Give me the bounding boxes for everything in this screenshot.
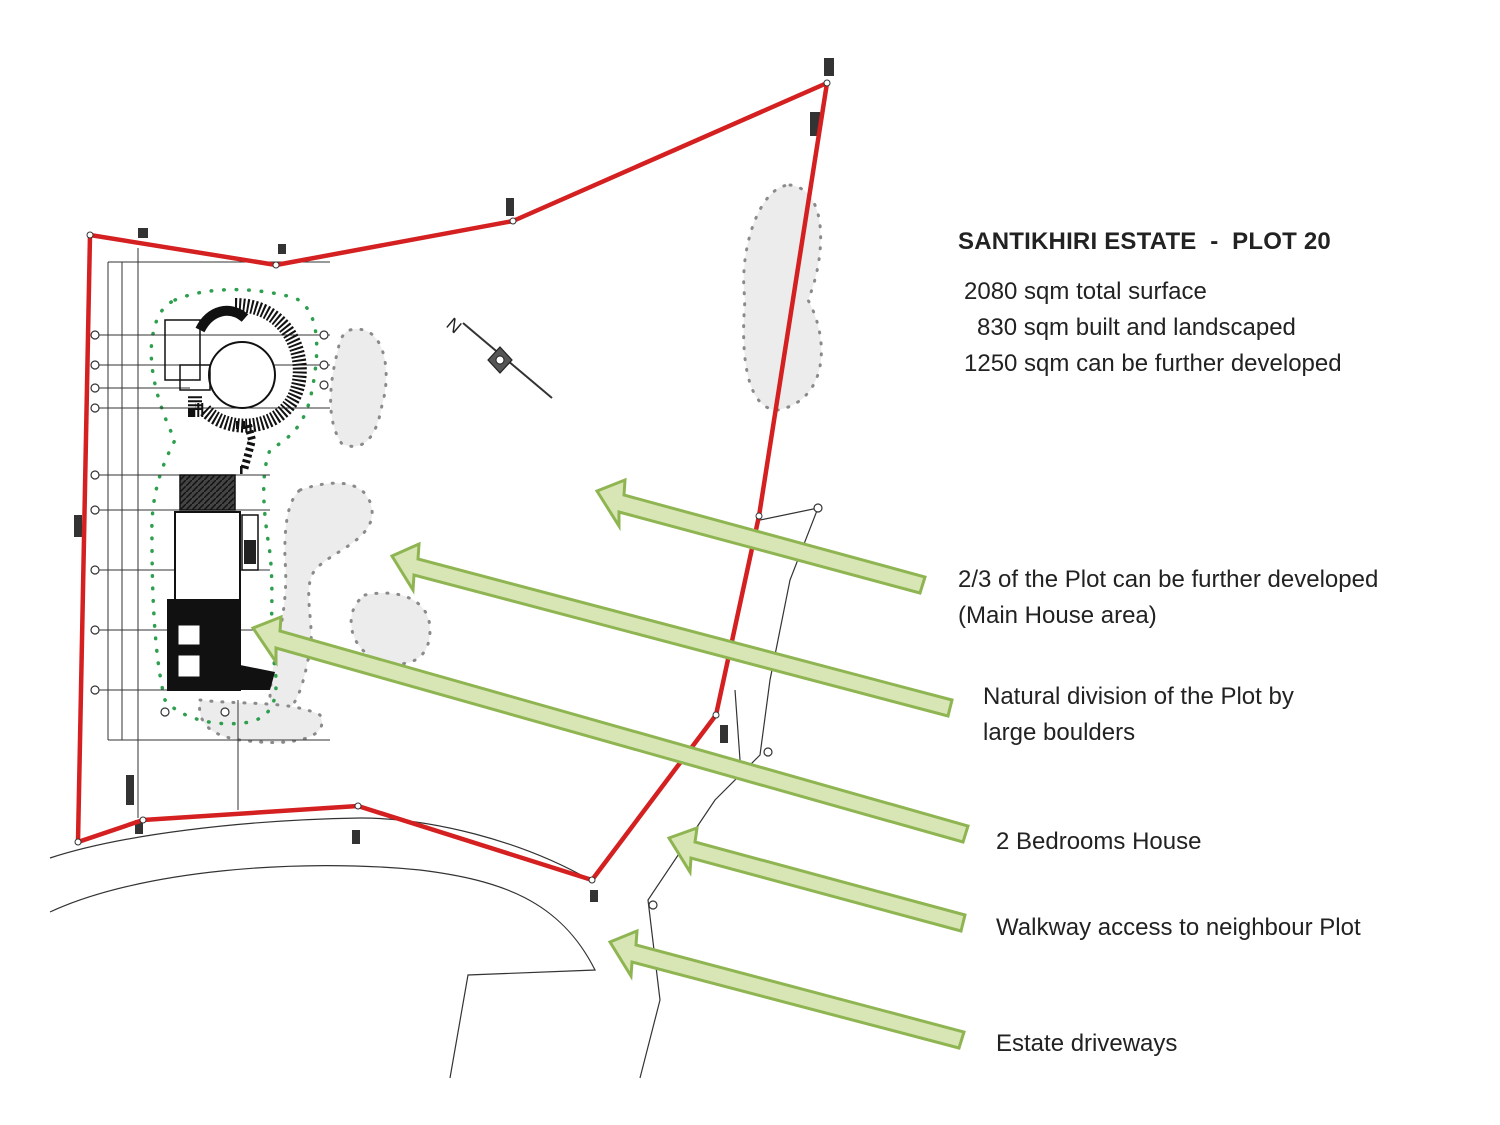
callout-text: Natural division of the Plot by bbox=[983, 683, 1294, 710]
north-label: N bbox=[443, 314, 466, 338]
boulder-upper bbox=[329, 327, 388, 448]
estate-road bbox=[49, 507, 819, 1079]
arrow-walkway bbox=[666, 825, 967, 933]
bedroom-house bbox=[167, 474, 275, 691]
main-house bbox=[164, 298, 307, 474]
callout-driveways: Estate driveways bbox=[996, 1030, 1178, 1057]
callout-walkway: Walkway access to neighbour Plot bbox=[996, 914, 1361, 941]
survey-marks bbox=[74, 58, 834, 902]
north-arrow: N bbox=[443, 314, 553, 399]
arrow-bedroom-house bbox=[250, 614, 970, 844]
arrow-developable-area bbox=[594, 477, 927, 595]
grid-markers bbox=[90, 330, 823, 910]
callout-bedroom-house: 2 Bedrooms House bbox=[996, 828, 1202, 855]
callout-text: (Main House area) bbox=[958, 602, 1157, 629]
arrow-boulders bbox=[389, 541, 954, 718]
boulder-bottom bbox=[198, 698, 324, 745]
landscaping-outline bbox=[149, 287, 319, 726]
boulder-areas bbox=[198, 183, 823, 745]
callout-text: 2/3 of the Plot can be further developed bbox=[958, 566, 1379, 593]
callout-boulders: Natural division of the Plot by large bo… bbox=[983, 679, 1403, 751]
boulder-lower bbox=[349, 591, 432, 666]
callout-text: large boulders bbox=[983, 719, 1136, 746]
stat-developable-area: 1250 sqm can be further developed bbox=[964, 350, 1342, 377]
boulder-middle bbox=[268, 481, 374, 714]
stat-total-surface: 2080 sqm total surface bbox=[964, 278, 1207, 305]
callout-developable-area: 2/3 of the Plot can be further developed… bbox=[958, 562, 1478, 634]
boundary-vertices bbox=[74, 79, 831, 884]
callout-arrows bbox=[250, 477, 970, 1050]
plot-title: SANTIKHIRI ESTATE - PLOT 20 bbox=[958, 228, 1331, 255]
arrow-driveways bbox=[607, 928, 966, 1050]
stat-built-area: 830 sqm built and landscaped bbox=[977, 314, 1296, 341]
